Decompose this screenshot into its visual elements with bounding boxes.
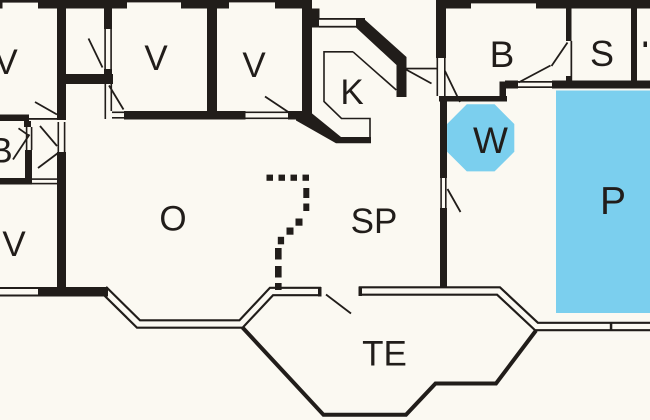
svg-text:P: P: [600, 180, 626, 223]
svg-text:SP: SP: [351, 202, 398, 241]
svg-text:O: O: [159, 199, 186, 238]
svg-text:TE: TE: [362, 334, 407, 373]
svg-text:V: V: [2, 225, 26, 264]
svg-text:B: B: [490, 34, 515, 75]
svg-text:S: S: [590, 33, 614, 74]
svg-text:W: W: [473, 120, 508, 161]
svg-text:V: V: [242, 46, 266, 85]
svg-text:V: V: [144, 39, 168, 78]
svg-text:V: V: [0, 43, 18, 82]
svg-text:B: B: [0, 131, 13, 170]
svg-text:K: K: [340, 73, 363, 112]
